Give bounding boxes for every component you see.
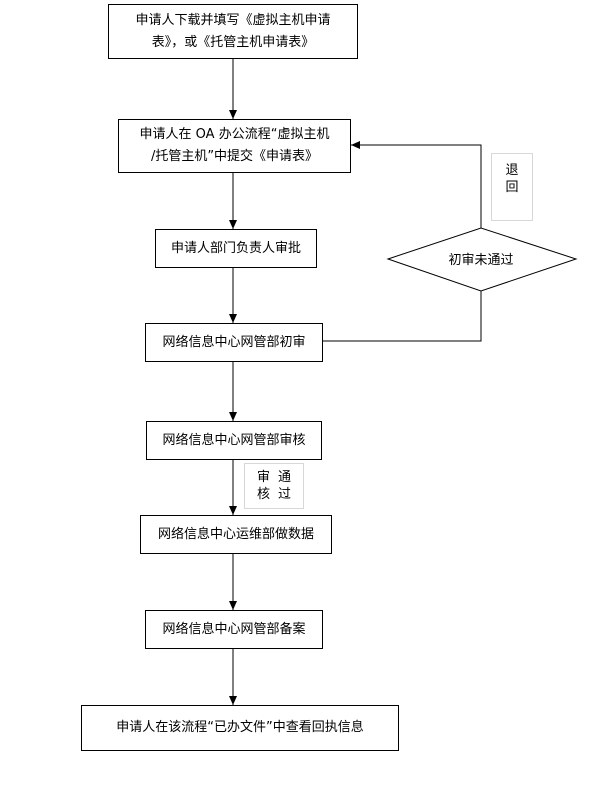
note-approved-char2: 核 bbox=[256, 487, 270, 502]
note-approved-col2: 通 过 bbox=[278, 469, 291, 503]
step-download-form-line2: 表》，或《托管主机申请表》 bbox=[151, 34, 315, 50]
step-review: 网络信息中心网管部审核 bbox=[146, 421, 322, 460]
step-ops-data: 网络信息中心运维部做数据 bbox=[140, 515, 332, 554]
note-approved-col1: 审 核 bbox=[257, 469, 270, 503]
step-filing-label: 网络信息中心网管部备案 bbox=[162, 621, 306, 637]
step-view-receipt-label: 申请人在该流程“已办文件”中查看回执信息 bbox=[116, 720, 364, 735]
step-initial-review: 网络信息中心网管部初审 bbox=[145, 323, 323, 362]
note-return-char1: 退 bbox=[505, 163, 519, 178]
note-approved-char3: 通 bbox=[278, 470, 292, 485]
note-approved: 审 核 通 过 bbox=[244, 463, 304, 509]
note-approved-char1: 审 bbox=[256, 470, 270, 485]
note-return-char2: 回 bbox=[505, 180, 519, 195]
connector-s4-to-decision bbox=[323, 291, 482, 342]
step-download-form: 申请人下载并填写《虚拟主机申请 表》，或《托管主机申请表》 bbox=[108, 4, 358, 59]
step-view-receipt: 申请人在该流程“已办文件”中查看回执信息 bbox=[81, 705, 399, 751]
step-download-form-line1: 申请人下载并填写《虚拟主机申请 bbox=[135, 12, 331, 28]
decision-diamond bbox=[386, 227, 578, 292]
note-return: 退 回 bbox=[491, 153, 533, 221]
note-approved-char4: 过 bbox=[278, 487, 292, 502]
step-ops-data-label: 网络信息中心运维部做数据 bbox=[157, 526, 314, 542]
step-dept-approval: 申请人部门负责人审批 bbox=[155, 229, 317, 268]
step-submit-oa-line2: /托管主机”中提交《申请表》 bbox=[150, 149, 319, 164]
step-initial-review-label: 网络信息中心网管部初审 bbox=[162, 334, 306, 350]
step-review-label: 网络信息中心网管部审核 bbox=[162, 432, 306, 448]
decision-label: 初审未通过 bbox=[448, 253, 514, 268]
step-submit-oa-line1: 申请人在 OA 办公流程“虚拟主机 bbox=[139, 127, 330, 142]
step-filing: 网络信息中心网管部备案 bbox=[145, 610, 323, 649]
arrow-decision-to-s2 bbox=[351, 141, 482, 228]
step-dept-approval-label: 申请人部门负责人审批 bbox=[170, 240, 301, 256]
step-submit-oa: 申请人在 OA 办公流程“虚拟主机 /托管主机”中提交《申请表》 bbox=[118, 119, 351, 173]
